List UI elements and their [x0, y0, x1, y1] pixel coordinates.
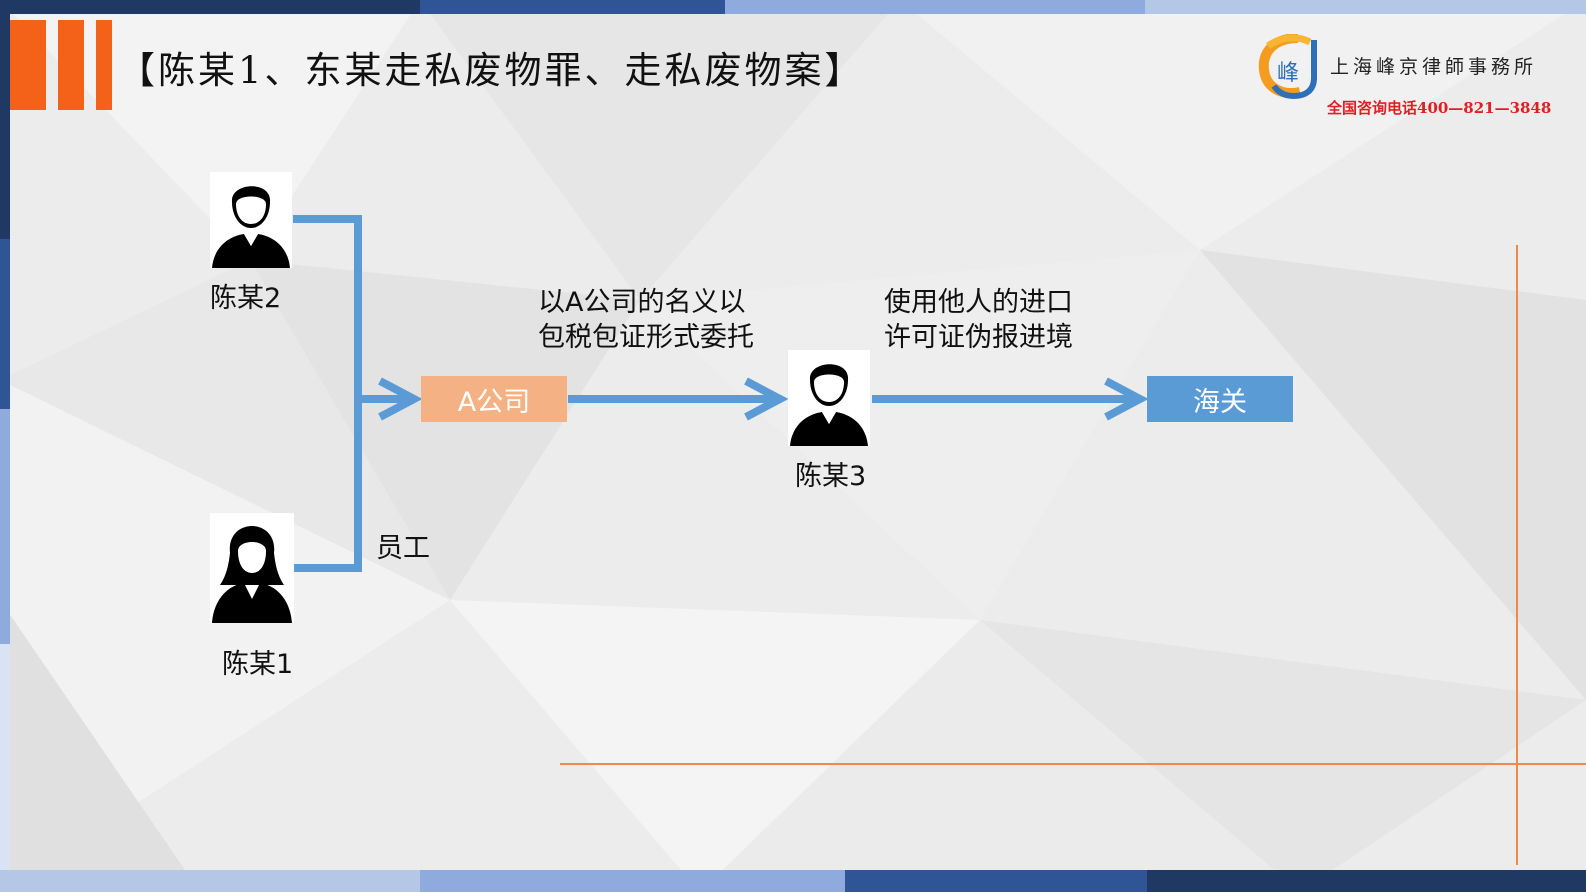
- svg-text:峰: 峰: [1277, 61, 1299, 86]
- edge-label-entrust-line2: 包税包证形式委托: [538, 322, 754, 353]
- consult-phone: 全国咨询电话400—821—3848: [1327, 99, 1552, 117]
- node-customs: 海关: [1147, 376, 1293, 422]
- accent-vertical-line: [1516, 245, 1518, 865]
- bottom-bar-dark: [1147, 870, 1586, 892]
- node-company-a-label: A公司: [457, 386, 531, 418]
- title-accent-bar-1: [10, 20, 46, 110]
- slide-title: 【陈某1、东某走私废物罪、走私废物案】: [118, 49, 865, 92]
- person-label-chen2: 陈某2: [210, 283, 282, 314]
- edge-label-declare-line1: 使用他人的进口: [884, 287, 1073, 318]
- male-person-icon: [788, 350, 870, 446]
- law-firm-name: 上海峰京律師事務所: [1330, 56, 1538, 78]
- bottom-bar-pale: [0, 870, 420, 892]
- person-label-chen1: 陈某1: [222, 649, 294, 680]
- bracket-connector: [293, 215, 362, 572]
- left-bar-light: [0, 409, 10, 644]
- node-company-a: A公司: [421, 376, 567, 422]
- edge-label-declare-line2: 许可证伪报进境: [884, 322, 1073, 353]
- title-accent-bar-2: [58, 20, 84, 110]
- arrow-head-company: [378, 377, 423, 421]
- male-person-icon: [210, 172, 292, 268]
- bottom-bar-light: [420, 870, 845, 892]
- left-bar-dark: [0, 14, 10, 239]
- left-bar-mid: [0, 239, 10, 409]
- law-firm-logo-icon: 峰: [1258, 34, 1317, 100]
- top-bar-dark: [0, 0, 420, 14]
- node-customs-label: 海关: [1193, 386, 1247, 418]
- top-bar-pale: [1145, 0, 1586, 14]
- left-bar-pale: [0, 644, 10, 892]
- bottom-bar-mid: [845, 870, 1147, 892]
- arrow-head-chen3: [744, 377, 789, 421]
- arrow-head-customs: [1104, 377, 1149, 421]
- edge-label-employee: 员工: [376, 533, 430, 564]
- accent-horizontal-line: [560, 763, 1586, 765]
- title-accent-bar-3: [96, 20, 112, 110]
- female-person-icon: [210, 513, 294, 623]
- top-bar-light: [725, 0, 1145, 14]
- top-bar-mid: [420, 0, 725, 14]
- edge-label-entrust-line1: 以A公司的名义以: [538, 287, 746, 318]
- person-label-chen3: 陈某3: [795, 461, 867, 492]
